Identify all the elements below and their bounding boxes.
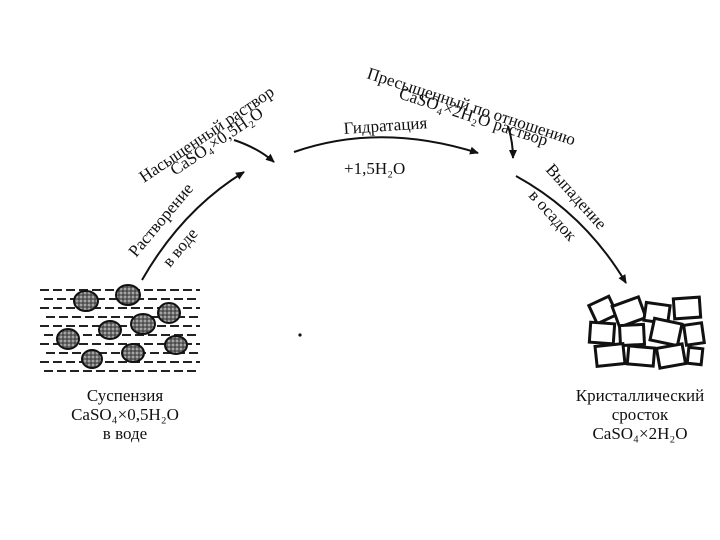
suspension-caption-line: Суспензия: [86, 386, 164, 405]
particle: [130, 313, 156, 335]
crystal-aggregate-illustration: [586, 294, 706, 370]
dissolution-arrow: [141, 171, 245, 281]
stray-dot: [298, 333, 302, 337]
particle: [157, 302, 181, 324]
hydration-arrow: [293, 136, 479, 155]
saturated-arrow: [233, 139, 275, 163]
suspension-caption-line: в воде: [102, 424, 148, 443]
particle: [73, 290, 99, 312]
crystal-caption: Кристаллический сросток CaSO₄×2H₂O: [560, 386, 720, 443]
hydration-label: Гидратация: [343, 113, 428, 138]
particle: [121, 343, 145, 363]
particle: [81, 349, 103, 369]
precipitation-arrow: [515, 175, 627, 284]
saturated-solution-label: Насыщенный раствор: [136, 82, 278, 186]
suspension-caption: Суспензия CaSO₄×0,5H₂O в воде: [40, 386, 210, 443]
particle: [164, 335, 188, 355]
supersaturated-arrow: [507, 125, 517, 159]
crystal-caption-line: сросток: [611, 405, 669, 424]
suspension-caption-line: CaSO₄×0,5H₂O: [71, 405, 179, 424]
particle: [56, 328, 80, 350]
crystal-caption-line: CaSO₄×2H₂O: [592, 424, 688, 443]
particle: [115, 284, 141, 306]
suspension-illustration: [40, 284, 200, 372]
water-added-label: +1,5H₂O: [344, 159, 405, 178]
particle: [98, 320, 122, 340]
dissolution-label-2: в воде: [159, 224, 202, 270]
crystal-caption-line: Кристаллический: [575, 386, 705, 405]
